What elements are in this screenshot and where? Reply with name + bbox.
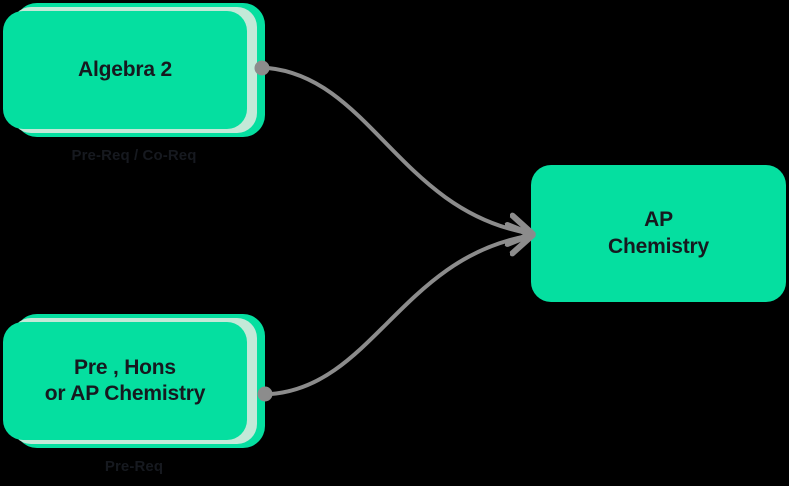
node-algebra-2[interactable]: Algebra 2: [3, 3, 265, 137]
node-pre-hons-ap-chemistry[interactable]: Pre , Hons or AP Chemistry: [3, 314, 265, 448]
node-card-front-layer: Pre , Hons or AP Chemistry: [3, 322, 247, 440]
edge-chemistry-to-apchem: [269, 236, 528, 396]
node-ap-chemistry[interactable]: AP Chemistry: [531, 165, 786, 302]
edge-algebra-to-apchem: [266, 66, 528, 233]
node-sublabel-pre-hons-ap-chemistry: Pre-Req: [104, 458, 164, 475]
node-sublabel-algebra-2: Pre-Req / Co-Req: [71, 147, 197, 164]
node-title: Algebra 2: [78, 57, 172, 81]
node-card-front-layer: Algebra 2: [3, 11, 247, 129]
node-title: Pre , Hons or AP Chemistry: [44, 355, 206, 405]
node-title: AP Chemistry: [608, 208, 709, 258]
